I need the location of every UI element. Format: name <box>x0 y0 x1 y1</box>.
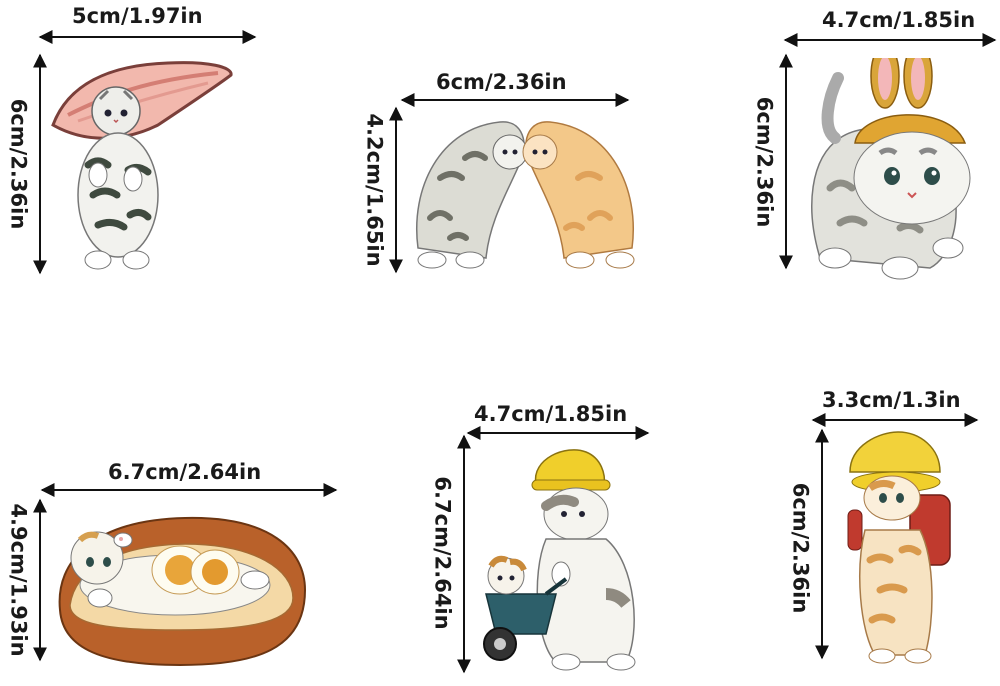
height-label: 6cm/2.36in <box>6 98 31 230</box>
hugging-cats-sticker <box>416 121 635 269</box>
width-label: 4.7cm/1.85in <box>822 8 976 32</box>
backpack-cat-sticker <box>847 431 951 664</box>
height-label: 4.9cm/1.93in <box>6 503 31 657</box>
width-label: 6.7cm/2.64in <box>108 460 262 484</box>
width-label: 6cm/2.36in <box>436 70 567 94</box>
height-label: 4.2cm/1.65in <box>362 113 387 267</box>
wheelbarrow-cat-sticker <box>483 449 636 671</box>
fish-hat-cat-sticker <box>51 61 233 270</box>
height-label: 6cm/2.36in <box>752 96 777 228</box>
height-label: 6cm/2.36in <box>788 482 813 614</box>
bread-egg-cat-sticker <box>58 516 307 667</box>
width-label: 5cm/1.97in <box>72 4 203 28</box>
height-label: 6.7cm/2.64in <box>430 476 455 630</box>
bunny-hat-cat-sticker <box>811 58 971 280</box>
width-label: 4.7cm/1.85in <box>474 402 628 426</box>
width-label: 3.3cm/1.3in <box>822 388 961 412</box>
